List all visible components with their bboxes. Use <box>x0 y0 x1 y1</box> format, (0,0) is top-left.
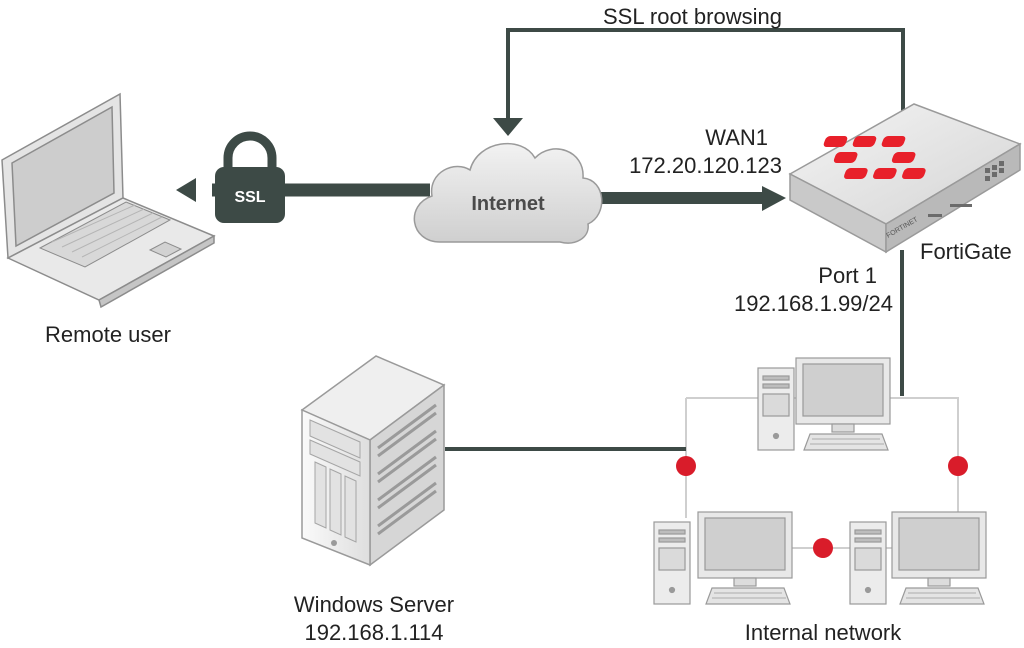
wan1-ip-label: 172.20.120.123 <box>629 153 782 178</box>
fortinet-logo-icon <box>823 136 926 179</box>
internet-label: Internet <box>471 193 545 215</box>
node-dot-right <box>948 456 968 476</box>
node-dot-left <box>676 456 696 476</box>
desktop-computer-icon <box>849 511 987 605</box>
firewall-icon: FORTINET <box>788 103 1022 254</box>
desktop-computer-top <box>757 357 891 451</box>
arrow-to-internet-icon <box>493 118 523 136</box>
windows-server-label: Windows Server <box>293 592 455 617</box>
remote-user-label: Remote user <box>45 322 171 347</box>
desktop-computer-left <box>653 511 793 605</box>
port1-label: Port 1 <box>818 263 877 288</box>
node-dot-bottom <box>813 538 833 558</box>
server-icon <box>300 355 446 567</box>
ssl-root-browsing-label: SSL root browsing <box>603 4 782 29</box>
internal-network-label: Internal network <box>744 620 902 645</box>
arrow-to-laptop-icon <box>176 178 196 202</box>
desktop-computer-icon <box>653 511 793 605</box>
laptop-icon <box>1 92 216 309</box>
ssl-badge-text: SSL <box>234 189 265 206</box>
lan-node-dots <box>676 456 968 558</box>
port1-ip-label: 192.168.1.99/24 <box>733 291 893 316</box>
wan1-label: WAN1 <box>705 125 768 150</box>
fortigate-label: FortiGate <box>920 239 1012 264</box>
windows-server-ip-label: 192.168.1.114 <box>304 620 444 645</box>
padlock-icon: SSL <box>215 131 285 223</box>
desktop-computer-right <box>849 511 987 605</box>
arrow-to-fortigate-icon <box>762 186 786 211</box>
cloud-icon: Internet <box>413 142 603 244</box>
ssl-root-browsing-link <box>506 28 905 120</box>
desktop-computer-icon <box>757 357 891 451</box>
